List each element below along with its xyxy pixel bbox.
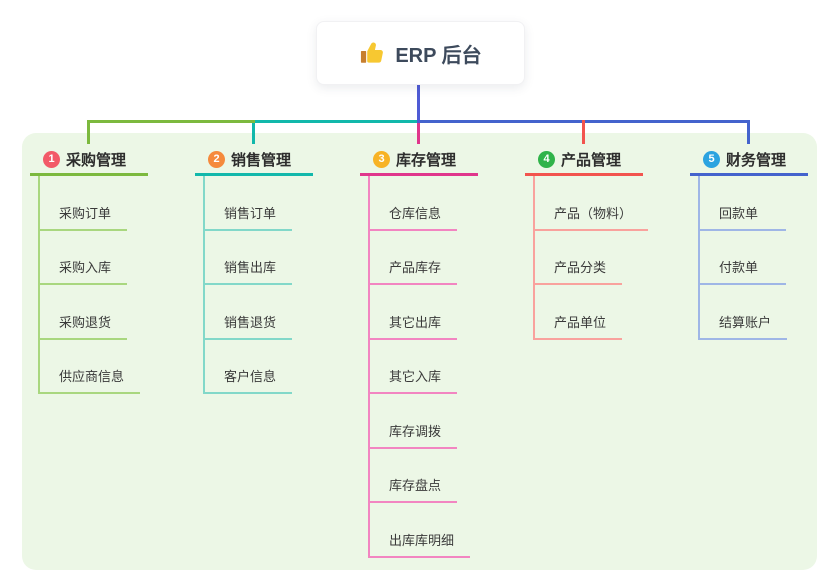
branch-title-label: 财务管理 (726, 152, 787, 169)
branch-title-finance[interactable]: 5 财务管理 (690, 146, 808, 176)
thumbs-up-icon (359, 40, 385, 66)
list-item[interactable]: 采购退货 (40, 285, 128, 340)
number-badge: 1 (43, 151, 60, 168)
branch-items: 采购订单 采购入库 采购退货 供应商信息 (38, 176, 190, 394)
branch-title-purchase[interactable]: 1 采购管理 (30, 146, 148, 176)
list-item[interactable]: 其它出库 (370, 285, 458, 340)
number-badge: 5 (703, 151, 720, 168)
branch-title-label: 销售管理 (231, 152, 292, 169)
branch-title-label: 产品管理 (561, 152, 622, 169)
list-item[interactable]: 付款单 (700, 231, 786, 285)
branch-items: 销售订单 销售出库 销售退货 客户信息 (203, 176, 355, 394)
number-badge: 4 (538, 151, 555, 168)
branch-title-sales[interactable]: 2 销售管理 (195, 146, 313, 176)
branch-sales: 2 销售管理 销售订单 销售出库 销售退货 客户信息 (195, 146, 355, 394)
connector-sales (252, 120, 420, 144)
list-item[interactable]: 仓库信息 (370, 176, 458, 231)
list-item[interactable]: 采购入库 (40, 231, 128, 285)
connector-purchase (87, 120, 255, 144)
list-item[interactable]: 采购订单 (40, 176, 128, 231)
branches-panel (22, 133, 817, 570)
list-item[interactable]: 产品分类 (535, 231, 623, 285)
root-node[interactable]: ERP 后台 (316, 21, 525, 85)
list-item[interactable]: 库存盘点 (370, 449, 458, 503)
connector-finance (417, 120, 750, 144)
branch-product: 4 产品管理 产品（物料） 产品分类 产品单位 (525, 146, 685, 340)
branch-items: 产品（物料） 产品分类 产品单位 (533, 176, 685, 340)
list-item[interactable]: 销售订单 (205, 176, 293, 231)
list-item[interactable]: 出库库明细 (370, 503, 471, 558)
list-item[interactable]: 销售退货 (205, 285, 293, 340)
list-item[interactable]: 供应商信息 (40, 340, 141, 394)
number-badge: 2 (208, 151, 225, 168)
list-item[interactable]: 其它入库 (370, 340, 458, 394)
branch-title-label: 采购管理 (66, 152, 127, 169)
branch-finance: 5 财务管理 回款单 付款单 结算账户 (690, 146, 839, 340)
root-title: ERP 后台 (395, 44, 482, 67)
branch-purchase: 1 采购管理 采购订单 采购入库 采购退货 供应商信息 (30, 146, 190, 394)
list-item[interactable]: 销售出库 (205, 231, 293, 285)
number-badge: 3 (373, 151, 390, 168)
branch-items: 仓库信息 产品库存 其它出库 其它入库 库存调拨 库存盘点 出库库明细 (368, 176, 520, 558)
branch-items: 回款单 付款单 结算账户 (698, 176, 839, 340)
list-item[interactable]: 库存调拨 (370, 394, 458, 449)
branch-title-product[interactable]: 4 产品管理 (525, 146, 643, 176)
branch-title-label: 库存管理 (396, 152, 457, 169)
list-item[interactable]: 回款单 (700, 176, 786, 231)
list-item[interactable]: 产品库存 (370, 231, 458, 285)
list-item[interactable]: 结算账户 (700, 285, 788, 340)
branch-inventory: 3 库存管理 仓库信息 产品库存 其它出库 其它入库 库存调拨 库存盘点 出库库… (360, 146, 520, 558)
list-item[interactable]: 产品（物料） (535, 176, 649, 231)
branch-title-inventory[interactable]: 3 库存管理 (360, 146, 478, 176)
list-item[interactable]: 产品单位 (535, 285, 623, 340)
list-item[interactable]: 客户信息 (205, 340, 293, 394)
